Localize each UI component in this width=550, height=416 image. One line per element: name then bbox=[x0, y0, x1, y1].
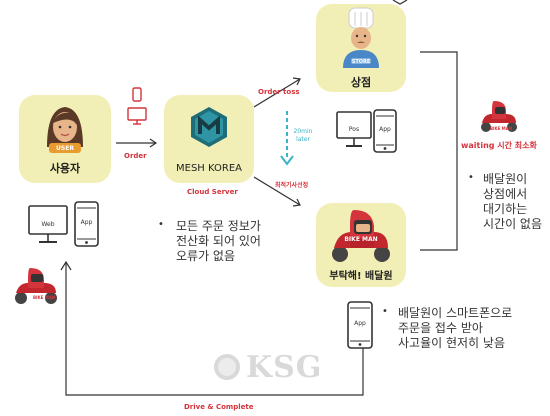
order-toss-label: Order toss bbox=[258, 88, 300, 96]
server-note-bullet: • bbox=[158, 219, 164, 230]
bike-note-line: 배달원이 스마트폰으로 bbox=[398, 306, 513, 320]
server-note-line: 오류가 없음 bbox=[176, 249, 236, 263]
store-note-line: 배달원이 bbox=[483, 172, 528, 186]
server-note-line: 모든 주문 정보가 bbox=[176, 219, 261, 233]
later-top: 20min bbox=[293, 128, 313, 135]
waiting-label: waiting 시간 최소화 bbox=[461, 141, 537, 150]
store-note-line: 대기하는 bbox=[483, 202, 528, 216]
return-bikeman-icon bbox=[15, 268, 57, 304]
bike-note-line: 주문을 접수 받아 bbox=[398, 321, 483, 335]
server-sub-label: Cloud Server bbox=[187, 188, 238, 196]
user-card: USER 사용자 bbox=[19, 95, 111, 183]
mesh-logo-icon bbox=[191, 107, 227, 147]
user-app-label: App bbox=[80, 219, 93, 226]
user-label: 사용자 bbox=[49, 162, 81, 175]
bikeman-label: 부탁해! 배달원 bbox=[329, 271, 393, 282]
store-card: STORE 상점 bbox=[316, 4, 406, 92]
store-note-line: 시간이 없음 bbox=[483, 217, 543, 231]
later-label: 20min later bbox=[293, 128, 313, 144]
server-note: 모든 주문 정보가 전산화 되어 있어 오류가 없음 bbox=[176, 219, 261, 264]
return-bikeman-badge: BIKE MAN bbox=[33, 295, 56, 300]
watermark-seal-icon bbox=[214, 354, 240, 380]
order-devices-icon bbox=[127, 87, 147, 125]
user-app-phone-icon bbox=[74, 201, 99, 247]
store-app-label: App bbox=[379, 126, 391, 133]
server-card: MESH KOREA bbox=[164, 95, 254, 183]
drive-complete-label: Drive & Complete bbox=[184, 403, 254, 411]
bike-app-label: App bbox=[354, 320, 366, 327]
bikeman-badge: BIKE MAN bbox=[344, 236, 378, 243]
web-label: Web bbox=[41, 221, 55, 228]
pos-label: Pos bbox=[348, 126, 360, 133]
store-badge: STORE bbox=[351, 59, 371, 65]
bike-app-phone-icon bbox=[347, 301, 373, 349]
watermark: KSG bbox=[212, 350, 342, 386]
store-note: 배달원이 상점에서 대기하는 시간이 없음 bbox=[483, 172, 542, 232]
bikeman-icon bbox=[332, 210, 390, 262]
dispatch-label: 최적기사선정 bbox=[275, 182, 309, 189]
waiting-bikeman-badge: BIKE MAN bbox=[490, 126, 513, 131]
order-label: Order bbox=[124, 152, 147, 160]
store-note-bullet: • bbox=[468, 172, 474, 183]
bike-note-bullet: • bbox=[382, 306, 388, 317]
waiting-bikeman-icon bbox=[481, 101, 517, 132]
bike-note: 배달원이 스마트폰으로 주문을 접수 받아 사고율이 현저히 낮음 bbox=[398, 306, 512, 351]
pos-monitor-icon bbox=[336, 111, 372, 147]
user-avatar-icon bbox=[47, 107, 83, 153]
chef-icon bbox=[343, 7, 379, 68]
user-badge: USER bbox=[56, 145, 74, 152]
later-bottom: later bbox=[296, 136, 310, 143]
store-note-line: 상점에서 bbox=[483, 187, 528, 201]
server-note-line: 전산화 되어 있어 bbox=[176, 234, 261, 248]
watermark-text: KSG bbox=[246, 350, 323, 385]
server-name: MESH KOREA bbox=[176, 163, 242, 174]
web-monitor-icon bbox=[28, 205, 68, 243]
bikeman-card: BIKE MAN 부탁해! 배달원 bbox=[316, 203, 406, 287]
bike-note-line: 사고율이 현저히 낮음 bbox=[398, 336, 505, 350]
store-label: 상점 bbox=[350, 76, 372, 89]
store-app-phone-icon bbox=[373, 109, 397, 153]
